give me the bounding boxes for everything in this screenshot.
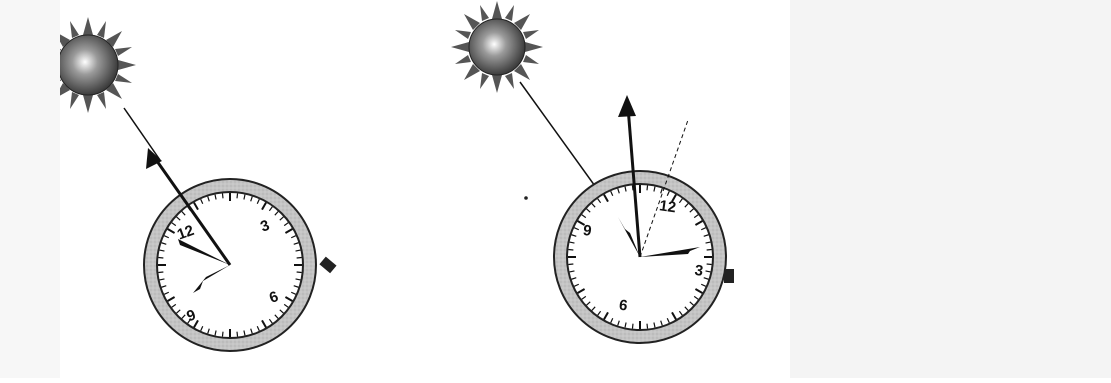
- watch-crown-icon: [319, 257, 336, 274]
- minute-tick: [632, 324, 633, 329]
- minute-tick: [297, 257, 302, 258]
- panel-texture-left: [0, 0, 60, 378]
- minute-tick: [237, 332, 238, 337]
- minute-tick: [647, 324, 648, 329]
- minute-tick: [647, 185, 648, 190]
- panel-1: 12 3 6 9: [40, 17, 337, 351]
- panel-texture-right: [790, 0, 1111, 378]
- watch-icon: 12 3 6 9: [554, 95, 734, 343]
- minute-tick: [297, 272, 302, 273]
- minute-tick: [568, 264, 573, 265]
- sun-ray-line: [124, 108, 160, 160]
- minute-tick: [237, 193, 238, 198]
- minute-tick: [158, 272, 163, 273]
- minute-tick: [222, 193, 223, 198]
- pointer-arrow-head: [618, 95, 636, 117]
- minute-tick: [707, 264, 712, 265]
- numeral-12: 12: [658, 197, 677, 216]
- panel-2: 12 3 6 9: [451, 1, 734, 343]
- minute-tick: [158, 257, 163, 258]
- sun-icon: [451, 1, 543, 93]
- minute-tick: [222, 332, 223, 337]
- minute-tick: [707, 249, 712, 250]
- minute-tick: [568, 249, 573, 250]
- watch-icon: 12 3 6 9: [144, 148, 337, 351]
- ink-dot: [524, 196, 528, 200]
